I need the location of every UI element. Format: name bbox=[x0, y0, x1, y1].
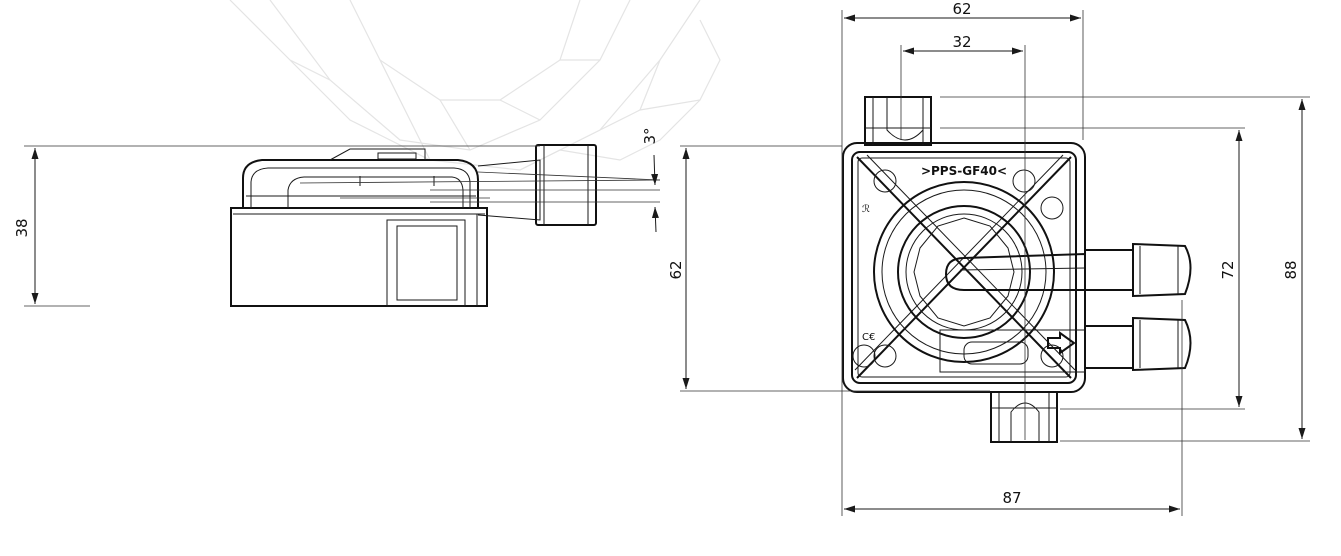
front-view: >PPS-GF40< C€ ℛ bbox=[842, 96, 1192, 443]
dim-height-72: 72 bbox=[1219, 260, 1237, 279]
dim-height-88: 88 bbox=[1282, 260, 1300, 279]
ul-mark: ℛ bbox=[862, 204, 870, 215]
side-view: 38 3° bbox=[13, 127, 661, 307]
dim-side-height: 38 bbox=[13, 218, 31, 237]
watermark-logo bbox=[229, 0, 721, 171]
material-marking: >PPS-GF40< bbox=[921, 164, 1007, 178]
dim-inner-width: 32 bbox=[952, 33, 971, 51]
dim-total-width: 87 bbox=[1002, 489, 1021, 507]
dimension-lines: 62 32 62 72 88 87 bbox=[667, 0, 1310, 516]
ce-mark: C€ bbox=[862, 332, 875, 343]
dim-top-width: 62 bbox=[952, 0, 971, 18]
dim-front-height: 62 bbox=[667, 260, 685, 279]
dim-angle: 3° bbox=[641, 127, 659, 144]
